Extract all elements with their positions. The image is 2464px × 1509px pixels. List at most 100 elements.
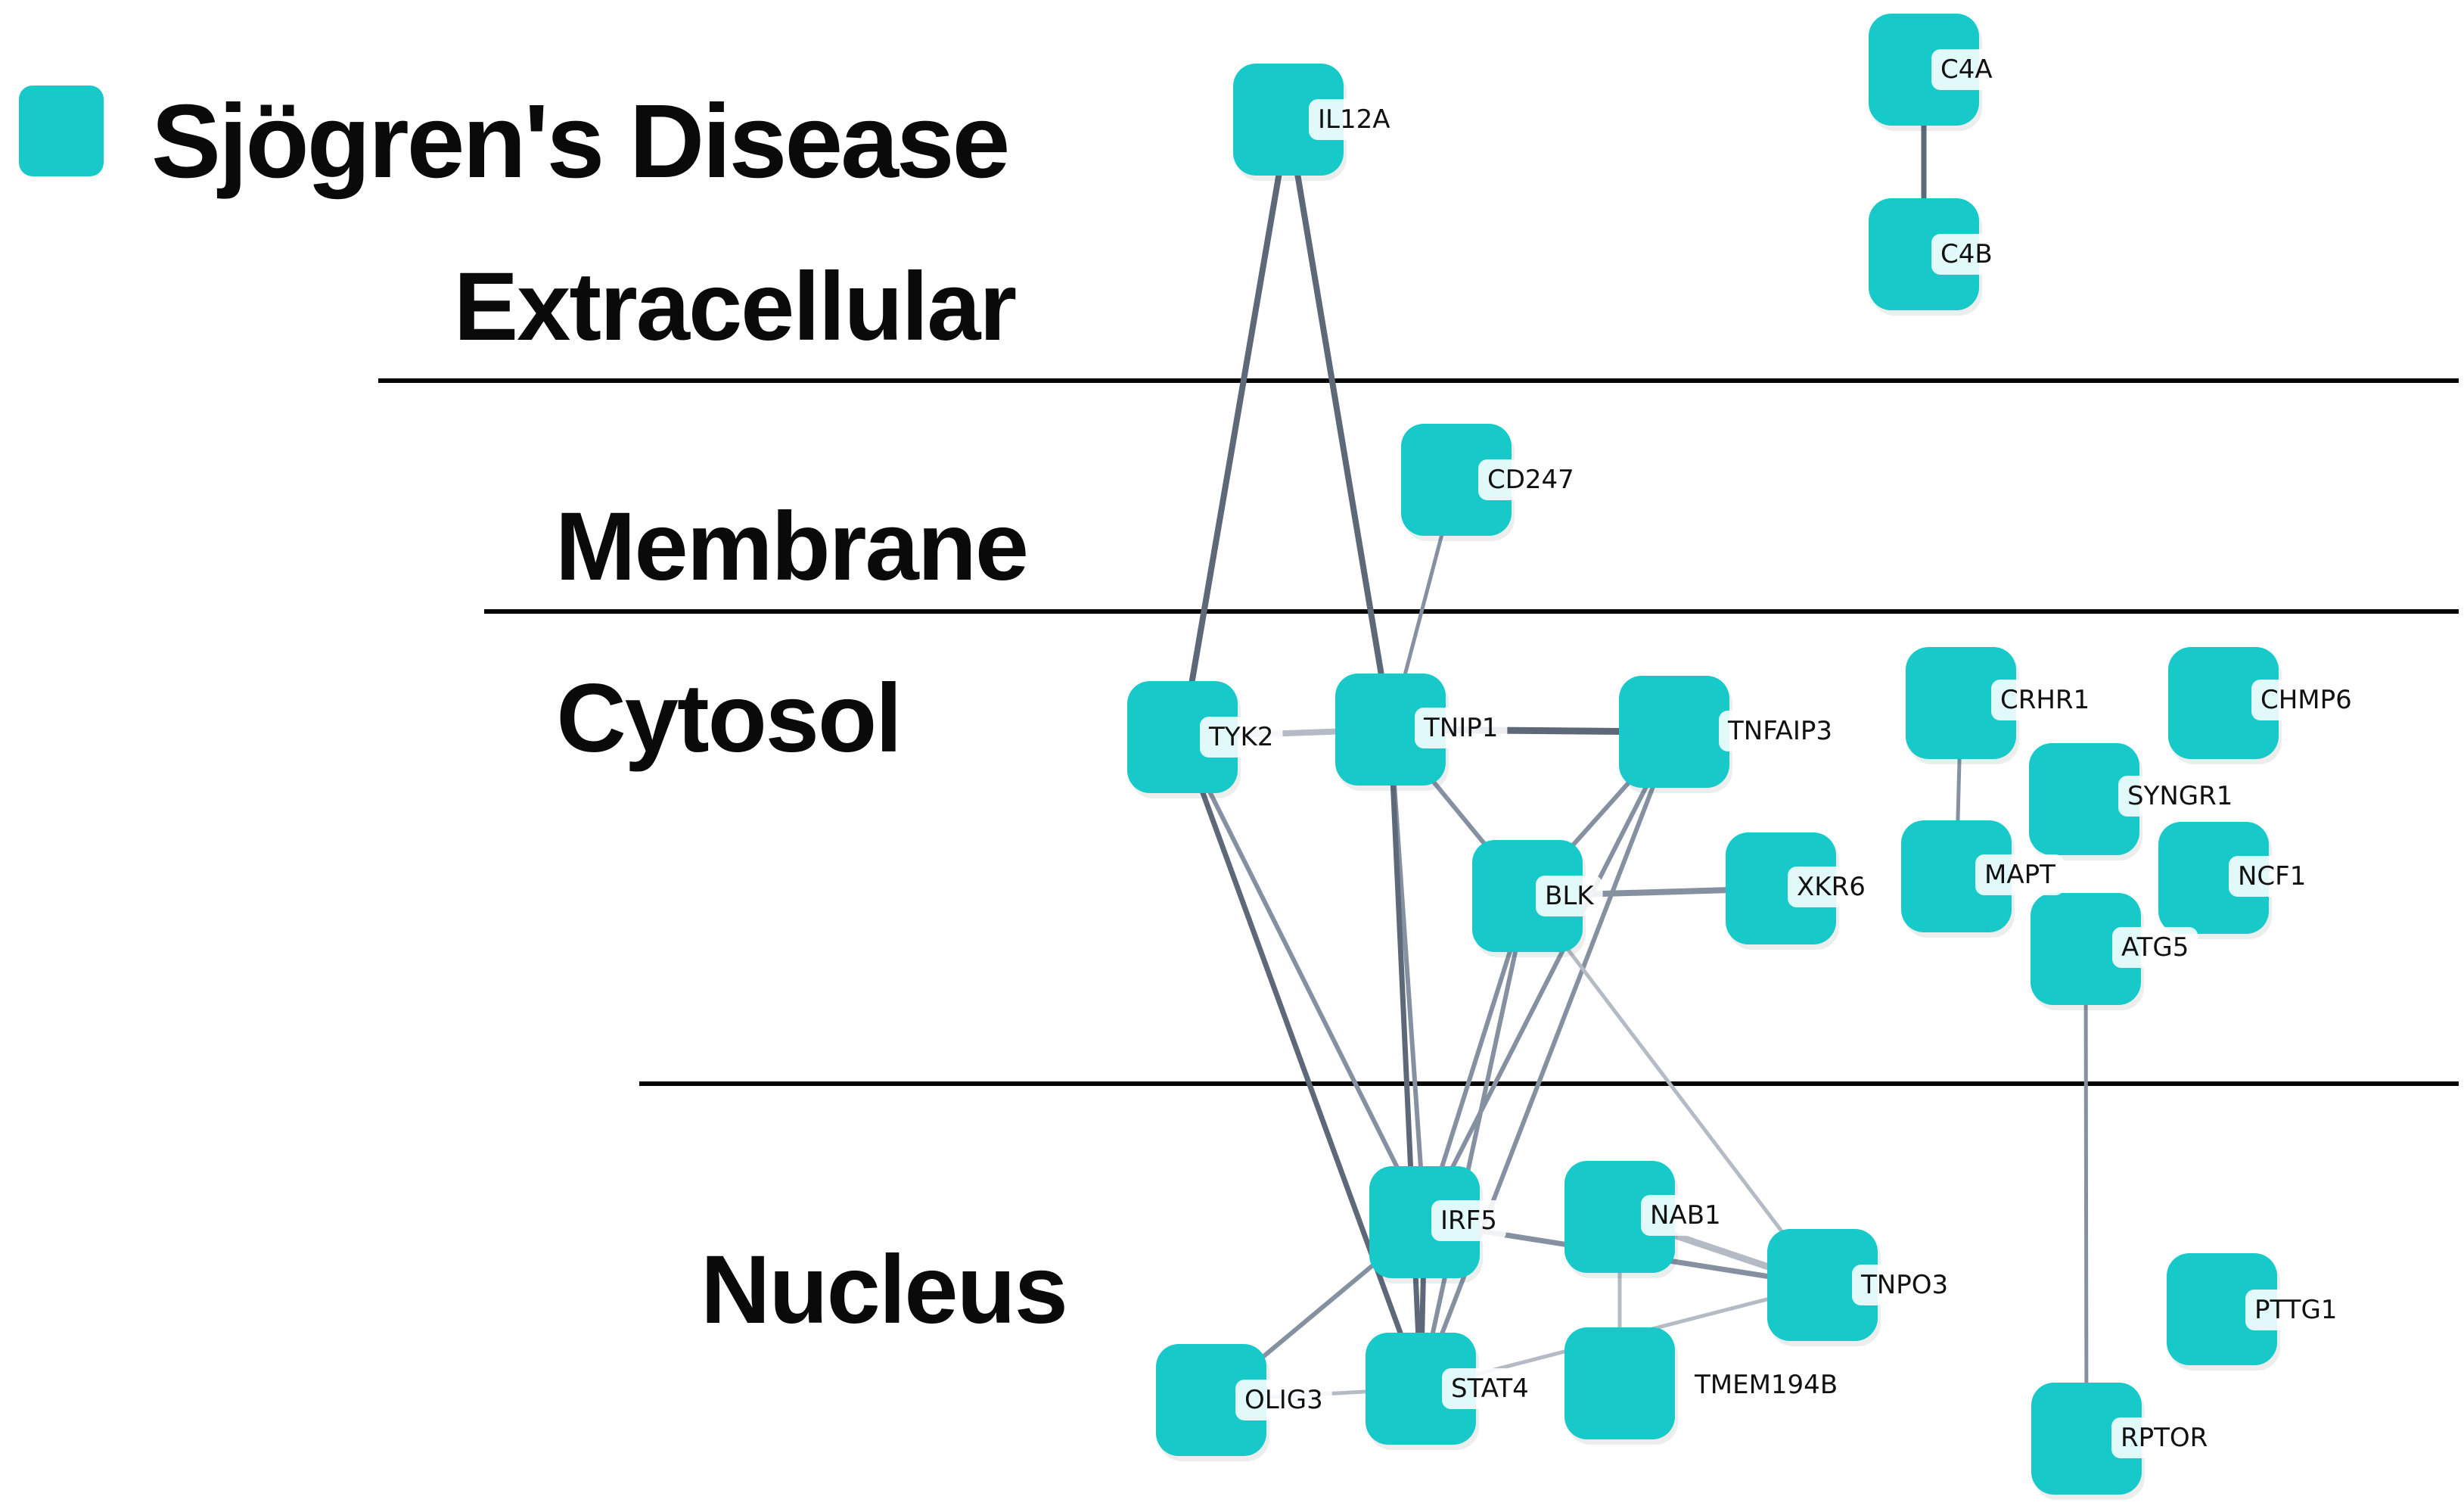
- node-label-text-RPTOR: RPTOR: [2121, 1423, 2208, 1453]
- node-label-text-STAT4: STAT4: [1451, 1374, 1529, 1404]
- edge-BLK-TNPO3: [1525, 894, 1825, 1287]
- node-label-TYK2: TYK2: [1200, 717, 1283, 758]
- node-label-OLIG3: OLIG3: [1235, 1380, 1332, 1420]
- node-layer: [1127, 14, 2282, 1500]
- node-TYK2: [1127, 681, 1238, 793]
- node-TMEM194B: [1564, 1327, 1675, 1439]
- node-CRHR1: [1906, 647, 2016, 759]
- node-XKR6: [1726, 832, 1836, 944]
- node-label-NCF1: NCF1: [2229, 856, 2316, 897]
- node-label-text-CRHR1: CRHR1: [2000, 685, 2090, 715]
- node-label-text-CD247: CD247: [1487, 465, 1574, 495]
- node-label-text-BLK: BLK: [1545, 881, 1595, 911]
- node-label-halo-NAB1: [1641, 1195, 1730, 1236]
- node-OLIG3: [1156, 1344, 1266, 1456]
- node-ATG5: [2031, 893, 2141, 1005]
- edge-TNFAIP3-IRF5: [1422, 730, 1676, 1224]
- node-label-XKR6: XKR6: [1788, 867, 1875, 907]
- node-label-text-IRF5: IRF5: [1440, 1206, 1497, 1236]
- node-label-halo-TYK2: [1200, 717, 1283, 758]
- node-label-C4B: C4B: [1931, 234, 2002, 275]
- node-label-halo-TNPO3: [1852, 1265, 1958, 1305]
- node-label-halo-XKR6: [1788, 867, 1875, 907]
- node-label-TNPO3: TNPO3: [1852, 1265, 1958, 1305]
- node-label-SYNGR1: SYNGR1: [2118, 776, 2242, 817]
- node-label-halo-OLIG3: [1235, 1380, 1332, 1420]
- edge-IL12A-TYK2: [1179, 117, 1291, 740]
- node-label-halo-RPTOR: [2111, 1417, 2217, 1458]
- node-label-text-OLIG3: OLIG3: [1244, 1385, 1323, 1415]
- edge-TNFAIP3-STAT4: [1418, 730, 1676, 1391]
- node-label-halo-TNFAIP3: [1719, 711, 1842, 751]
- node-TNFAIP3: [1619, 676, 1729, 788]
- node-label-NAB1: NAB1: [1641, 1195, 1730, 1236]
- node-label-halo-TNIP1: [1415, 708, 1508, 748]
- node-label-C4A: C4A: [1931, 49, 2002, 90]
- node-label-text-NCF1: NCF1: [2238, 861, 2306, 891]
- node-label-text-C4B: C4B: [1940, 239, 1993, 269]
- node-label-text-C4A: C4A: [1940, 54, 1993, 85]
- node-CHMP6: [2168, 647, 2279, 759]
- node-label-halo-STAT4: [1442, 1368, 1538, 1409]
- node-label-text-NAB1: NAB1: [1650, 1200, 1721, 1231]
- compartment-boundaries: [378, 378, 2459, 1086]
- node-label-TNIP1: TNIP1: [1415, 708, 1508, 748]
- node-label-MAPT: MAPT: [1975, 854, 2065, 895]
- node-label-text-TMEM194B: TMEM194B: [1694, 1370, 1838, 1400]
- node-label-halo-C4B: [1931, 234, 2002, 275]
- node-label-PTTG1: PTTG1: [2245, 1290, 2347, 1330]
- node-label-text-TNIP1: TNIP1: [1423, 713, 1498, 743]
- node-label-text-MAPT: MAPT: [1984, 860, 2055, 890]
- node-label-halo-C4A: [1931, 49, 2002, 90]
- node-label-halo-MAPT: [1975, 854, 2065, 895]
- node-NCF1: [2158, 822, 2269, 934]
- section-label-nucleus: Nucleus: [701, 1236, 1068, 1344]
- node-label-text-IL12A: IL12A: [1318, 104, 1390, 135]
- node-label-text-TNPO3: TNPO3: [1860, 1270, 1948, 1300]
- node-label-text-TYK2: TYK2: [1208, 722, 1273, 752]
- node-PTTG1: [2167, 1253, 2277, 1365]
- node-IL12A: [1233, 64, 1344, 176]
- node-TNPO3: [1767, 1229, 1878, 1341]
- node-RPTOR: [2031, 1383, 2142, 1495]
- section-label-membrane: Membrane: [555, 493, 1029, 601]
- edge-TYK2-IRF5: [1180, 735, 1427, 1224]
- node-label-ATG5: ATG5: [2112, 927, 2198, 968]
- edge-TYK2-STAT4: [1179, 734, 1424, 1392]
- edge-TNIP1-STAT4: [1387, 726, 1424, 1392]
- node-label-RPTOR: RPTOR: [2111, 1417, 2217, 1458]
- edge-BLK-STAT4: [1418, 894, 1530, 1391]
- node-label-TNFAIP3: TNFAIP3: [1719, 711, 1842, 751]
- section-label-extracellular: Extracellular: [453, 253, 1017, 361]
- node-label-halo-SYNGR1: [2118, 776, 2242, 817]
- node-label-text-TNFAIP3: TNFAIP3: [1727, 716, 1832, 746]
- node-label-CHMP6: CHMP6: [2251, 680, 2361, 720]
- node-label-halo-CD247: [1478, 459, 1583, 500]
- node-MAPT: [1901, 820, 2012, 932]
- node-label-STAT4: STAT4: [1442, 1368, 1538, 1409]
- edge-IL12A-TNIP1: [1285, 117, 1394, 733]
- node-IRF5: [1369, 1166, 1480, 1278]
- node-label-halo-IRF5: [1431, 1200, 1506, 1241]
- node-BLK: [1472, 840, 1583, 952]
- node-label-CD247: CD247: [1478, 459, 1583, 500]
- node-label-CRHR1: CRHR1: [1991, 680, 2099, 720]
- node-label-IL12A: IL12A: [1309, 99, 1400, 140]
- node-STAT4: [1366, 1333, 1476, 1445]
- node-CD247: [1401, 424, 1512, 536]
- legend-swatch: [19, 86, 104, 176]
- node-label-text-XKR6: XKR6: [1797, 872, 1866, 902]
- node-label-BLK: BLK: [1536, 876, 1603, 916]
- node-C4A: [1869, 14, 1979, 126]
- node-label-halo-PTTG1: [2245, 1290, 2347, 1330]
- node-label-text-PTTG1: PTTG1: [2254, 1295, 2337, 1325]
- node-label-halo-TMEM194B: [1686, 1364, 1847, 1405]
- node-NAB1: [1564, 1161, 1675, 1273]
- node-C4B: [1869, 198, 1979, 310]
- node-label-halo-ATG5: [2112, 927, 2198, 968]
- node-label-halo-CHMP6: [2251, 680, 2361, 720]
- node-label-halo-BLK: [1536, 876, 1603, 916]
- node-label-text-SYNGR1: SYNGR1: [2127, 781, 2233, 811]
